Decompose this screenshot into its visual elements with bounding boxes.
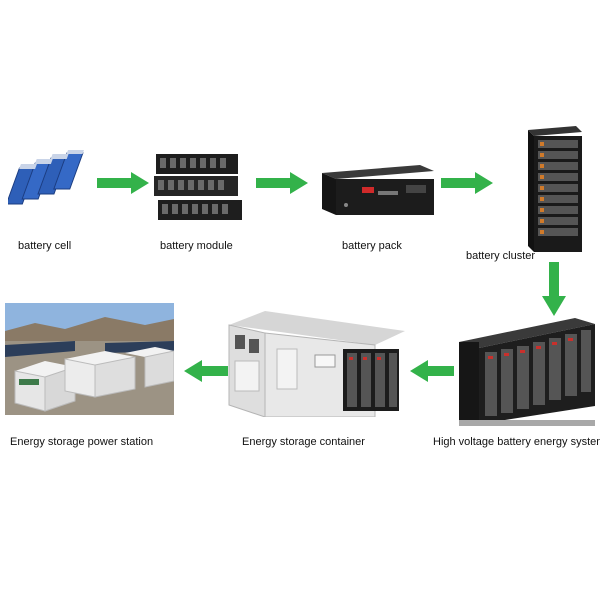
battery-pack-image bbox=[322, 165, 434, 215]
label-battery-cluster: battery cluster bbox=[466, 250, 536, 262]
power-station-image bbox=[5, 303, 174, 415]
energy-container-icon bbox=[228, 311, 405, 417]
hv-battery-system-image bbox=[455, 316, 595, 426]
energy-container-image bbox=[225, 305, 405, 417]
battery-module-icon bbox=[154, 154, 242, 220]
arrow-right-icon bbox=[256, 172, 308, 194]
battery-cluster-image bbox=[520, 126, 586, 254]
arrow-right-icon bbox=[441, 172, 493, 194]
hv-battery-system-icon bbox=[459, 318, 595, 426]
label-power-station: Energy storage power station bbox=[10, 436, 154, 448]
battery-module-image bbox=[150, 152, 246, 224]
power-station-icon bbox=[5, 303, 174, 415]
label-battery-cell: battery cell bbox=[18, 240, 72, 252]
label-hv-battery-system: High voltage battery energy system bbox=[433, 436, 600, 448]
battery-pack-icon bbox=[322, 165, 434, 215]
label-battery-pack: battery pack bbox=[342, 240, 402, 252]
battery-cluster-icon bbox=[528, 126, 582, 252]
arrow-left-icon bbox=[184, 360, 228, 382]
arrow-down-icon bbox=[542, 262, 566, 316]
label-energy-container: Energy storage container bbox=[242, 436, 365, 448]
battery-cell-image bbox=[8, 150, 93, 210]
arrow-right-icon bbox=[97, 172, 149, 194]
arrow-left-icon bbox=[410, 360, 454, 382]
battery-cell-icon bbox=[8, 150, 84, 205]
label-battery-module: battery module bbox=[160, 240, 233, 252]
